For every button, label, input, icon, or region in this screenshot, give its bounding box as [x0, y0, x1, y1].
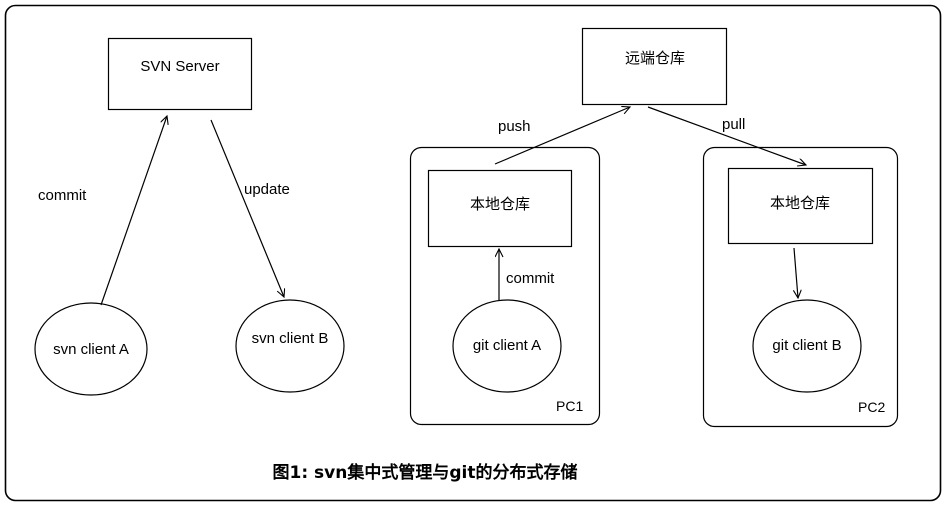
pc1-local-repo-label: 本地仓库: [469, 195, 531, 213]
git-client-b-label: git client B: [772, 337, 842, 354]
svn-server-box: [107, 37, 253, 111]
remote-repo-box: [581, 27, 728, 106]
git-client-a-shape: [452, 299, 562, 393]
push-edge-label: push: [498, 118, 531, 135]
svn-update-edge-label: update: [244, 181, 290, 198]
svn-client-a-label: svn client A: [53, 341, 129, 358]
svn-commit-edge-label: commit: [38, 187, 87, 204]
pc2-local-repo-label: 本地仓库: [769, 194, 831, 212]
git-checkout-arrow: [794, 247, 798, 298]
svn-client-b-shape: [235, 299, 345, 393]
remote-repo-label: 远端仓库: [624, 49, 686, 67]
pull-edge-label: pull: [722, 116, 746, 133]
outer-frame: [4, 4, 942, 502]
svn-update-arrow: [210, 119, 284, 297]
git-client-a-label: git client A: [472, 337, 542, 354]
pc2-local-repo-box: [727, 167, 874, 245]
svn-client-a-shape: [34, 302, 148, 396]
pc2-name-label: PC2: [858, 399, 886, 415]
svn-server-label: SVN Server: [140, 58, 220, 75]
pull-arrow: [647, 106, 806, 165]
git-client-b-shape: [752, 299, 862, 393]
pc1-container: [409, 146, 601, 426]
pc2-container: [702, 146, 899, 428]
svn-client-b-label: svn client B: [251, 330, 329, 347]
pc1-local-repo-box: [427, 169, 573, 248]
git-commit-edge-label: commit: [506, 270, 555, 287]
push-arrow: [494, 107, 630, 165]
svn-commit-arrow: [100, 116, 167, 306]
pc1-name-label: PC1: [556, 398, 584, 414]
figure-caption: 图1: svn集中式管理与git的分布式存储: [272, 463, 578, 483]
